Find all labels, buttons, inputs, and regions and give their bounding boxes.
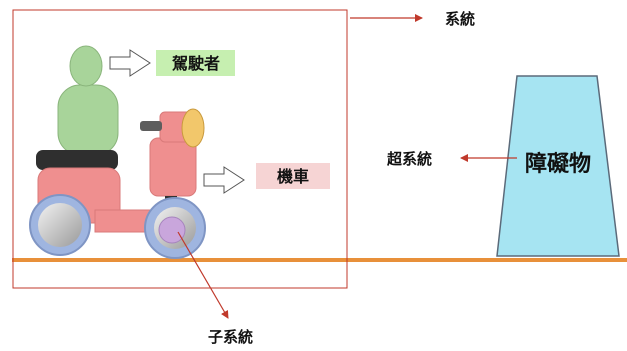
obstacle-block: [496, 75, 620, 257]
driver-tag-label: 駕駛者: [171, 54, 220, 73]
system-label: 系統: [445, 10, 475, 28]
hub-motor: [158, 216, 186, 244]
vehicle-arrow: [203, 166, 245, 194]
driver-tag: [156, 50, 235, 76]
scooter-seat: [36, 150, 118, 170]
driver-arrow: [109, 49, 151, 77]
subsystem-arrow: [177, 231, 229, 319]
subsystem-label: 子系統: [208, 328, 253, 346]
driver-figure: [57, 45, 119, 156]
system-boundary: [12, 9, 348, 289]
vehicle-tag: [256, 163, 330, 189]
scooter-front-column: [149, 137, 197, 197]
scooter-handle-grip: [140, 121, 162, 131]
scooter: [29, 108, 206, 259]
super-system-label: 超系統: [386, 150, 432, 168]
vehicle-tag-label: 機車: [277, 167, 309, 186]
obstacle-label: 障礙物: [525, 151, 591, 177]
scooter-headlight: [181, 108, 205, 148]
